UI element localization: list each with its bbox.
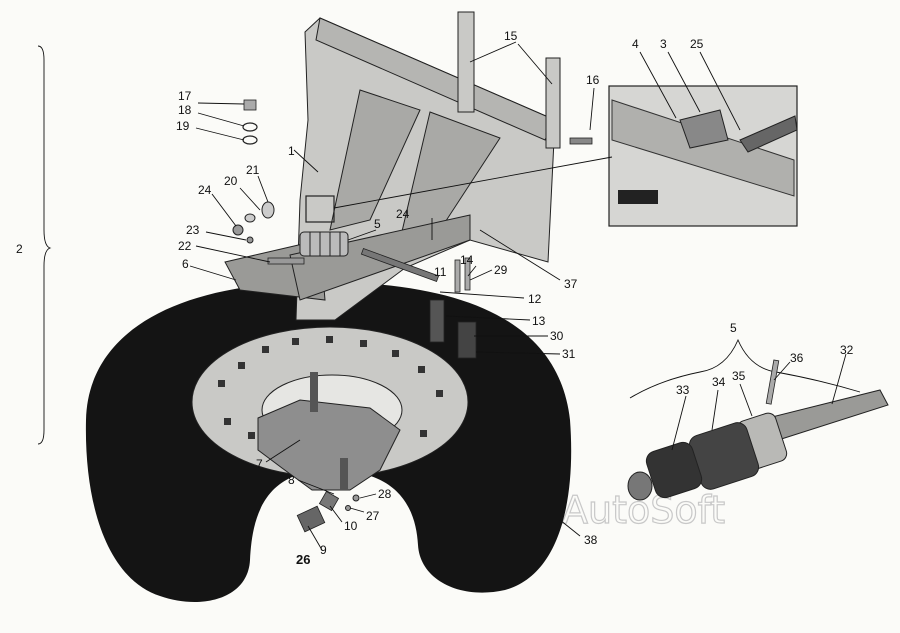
callout-26: 26 (296, 552, 310, 567)
bolt-11 (454, 259, 461, 293)
rim-bolt-holes (218, 336, 443, 439)
callout-35: 35 (732, 369, 746, 383)
callout-22: 22 (178, 239, 192, 253)
callout-31: 31 (562, 347, 576, 361)
callout-23: 23 (186, 223, 200, 237)
callout-16: 16 (586, 73, 600, 87)
nut-24 (232, 224, 244, 236)
washer-18 (242, 122, 258, 132)
nut-17 (243, 99, 257, 111)
callout-32: 32 (840, 343, 854, 357)
detail-link-line (333, 156, 613, 209)
callout-24-right: 24 (396, 207, 410, 221)
bracket-top-flange (315, 17, 556, 141)
callout-12: 12 (528, 292, 542, 306)
inset-clamp-3 (679, 109, 729, 149)
callout-11: 11 (434, 265, 447, 279)
plate-9 (296, 505, 326, 533)
assembly-brace (37, 45, 52, 445)
callout-20: 20 (224, 174, 238, 188)
callout-19: 19 (176, 119, 190, 133)
callout-15: 15 (504, 29, 518, 43)
inset-plate (611, 99, 795, 197)
bolt-22 (267, 257, 305, 265)
inset-dark-part (618, 190, 658, 204)
strap-15b (545, 57, 561, 149)
callout-37: 37 (564, 277, 578, 291)
washer-23 (246, 236, 254, 244)
callout-8: 8 (288, 473, 295, 487)
callout-33: 33 (676, 383, 690, 397)
callout-30: 30 (550, 329, 564, 343)
callout-29: 29 (494, 263, 508, 277)
nut-28 (352, 494, 360, 502)
callout-5-mounted: 5 (374, 217, 381, 231)
callout-13: 13 (532, 314, 546, 328)
stud-lower (340, 458, 348, 490)
bolt-16 (569, 137, 593, 145)
shaft-end (627, 471, 653, 501)
stud-upper (310, 372, 318, 412)
callout-27: 27 (366, 509, 380, 523)
ring-20 (244, 213, 256, 223)
detail-source-box (305, 195, 335, 223)
callout-21: 21 (246, 163, 260, 177)
strap-15a (457, 11, 475, 113)
callout-34: 34 (712, 375, 726, 389)
callout-1: 1 (288, 144, 295, 158)
callout-24-left: 24 (198, 183, 212, 197)
bracket-30 (457, 321, 477, 359)
callout-3: 3 (660, 37, 667, 51)
callout-10: 10 (344, 519, 358, 533)
lever-13 (429, 299, 445, 343)
subassembly-label: 5 (730, 321, 737, 335)
assembly-brace-label: 2 (16, 242, 23, 256)
inset-pipe-25 (739, 115, 798, 153)
leader-lines (189, 41, 847, 551)
callout-28: 28 (378, 487, 392, 501)
bracket-rib-left (329, 89, 421, 231)
callout-17: 17 (178, 89, 192, 103)
callout-36: 36 (790, 351, 804, 365)
spring-assembly-mounted (299, 231, 349, 257)
washer-27 (345, 505, 351, 511)
callout-6: 6 (182, 257, 189, 271)
callout-38: 38 (584, 533, 598, 547)
subassembly-shaft (627, 359, 889, 501)
callout-18: 18 (178, 103, 192, 117)
plate-10 (318, 490, 340, 512)
gear-33 (645, 441, 703, 499)
callout-7: 7 (256, 457, 263, 471)
rod-12 (360, 247, 440, 283)
washer-19 (242, 135, 258, 145)
callout-9: 9 (320, 543, 327, 557)
callout-4: 4 (632, 37, 639, 51)
callout-14: 14 (460, 253, 474, 267)
pin-36 (765, 359, 780, 405)
washer-21 (261, 201, 275, 219)
subassembly-brace (629, 338, 861, 399)
callout-25: 25 (690, 37, 704, 51)
